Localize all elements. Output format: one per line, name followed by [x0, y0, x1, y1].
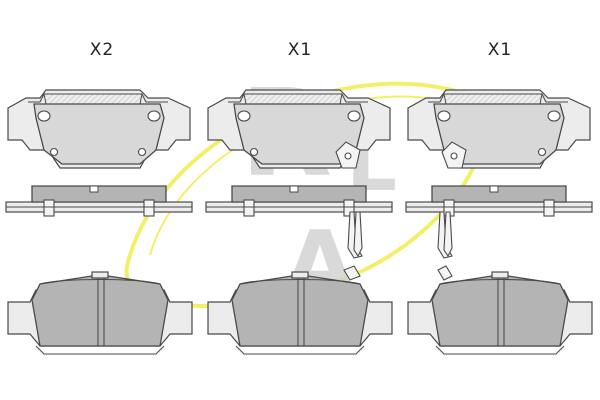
wear-sensor-tab [437, 265, 453, 281]
backing-plate-top-view [407, 89, 591, 169]
friction-face-view [407, 271, 593, 355]
pad-side-profile [405, 185, 593, 217]
wear-sensor-tab [343, 265, 361, 281]
friction-face-view [207, 271, 393, 355]
backing-plate-top-view [7, 89, 191, 169]
quantity-label-1: X2 [89, 40, 115, 60]
quantity-label-3: X1 [487, 40, 513, 60]
wear-sensor-wire [347, 211, 363, 259]
pad-side-profile [5, 185, 193, 217]
pad-side-profile [205, 185, 393, 217]
friction-face-view [7, 271, 193, 355]
quantity-label-2: X1 [287, 40, 313, 60]
wear-sensor-wire [437, 211, 453, 259]
